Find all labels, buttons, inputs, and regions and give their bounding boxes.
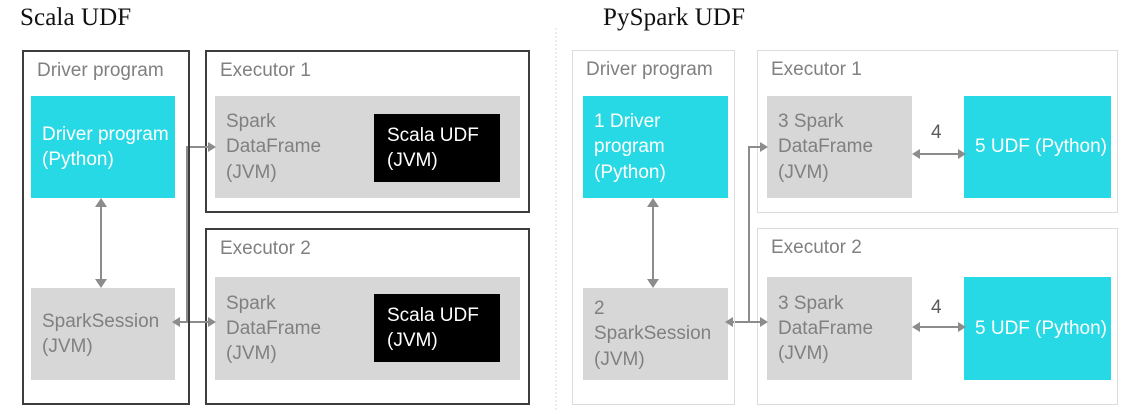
left-driver-session-arrowhead-down (95, 279, 107, 288)
left-executor-1-label: Executor 1 (220, 60, 311, 81)
right-driver-box-right-edge (734, 50, 735, 405)
right-executor-1-udf-arrowhead-left (912, 149, 920, 159)
right-executor-1-step-label: 4 (931, 122, 942, 143)
right-executor-2-udf-connector (918, 326, 962, 328)
left-driver-program-label: Driver program (37, 60, 164, 81)
left-driver-session-arrowhead-up (95, 198, 107, 207)
right-sparksession-block: 2 SparkSession (JVM) (583, 288, 728, 380)
left-session-exec2-arrowhead-right (208, 317, 216, 327)
right-driver-session-arrowhead-down (647, 279, 659, 288)
right-driver-program-block: 1 Driver program (Python) (583, 96, 728, 198)
left-executor-2-udf-block: Scala UDF (JVM) (374, 294, 500, 362)
right-driver-program-label: Driver program (586, 59, 713, 80)
right-executor-1-label: Executor 1 (771, 59, 862, 80)
left-session-exec2-arrowhead-left (172, 317, 180, 327)
left-sparksession-block: SparkSession (JVM) (31, 288, 175, 380)
panel-divider (555, 28, 557, 410)
right-session-exec2-arrowhead-right (760, 317, 768, 327)
right-executor-2-dataframe-block: 3 Spark DataFrame (JVM) (767, 277, 912, 380)
left-driver-box-right-edge (188, 50, 190, 405)
left-session-exec1-arrowhead (208, 142, 216, 152)
right-panel-title: PySpark UDF (603, 4, 746, 31)
right-executor-2-udf-block: 5 UDF (Python) (964, 277, 1111, 380)
right-executor-2-step-label: 4 (931, 297, 942, 318)
right-session-exec2-arrowhead-left (725, 317, 733, 327)
left-session-exec1-vertical (186, 146, 188, 322)
left-executor-2-label: Executor 2 (220, 238, 311, 259)
left-driver-program-block: Driver program (Python) (31, 96, 175, 198)
left-session-exec1-horizontal (186, 146, 210, 148)
left-executor-1-udf-block: Scala UDF (JVM) (374, 114, 500, 182)
right-executor-1-udf-arrowhead-right (958, 149, 966, 159)
right-session-exec2-horizontal (730, 321, 762, 323)
right-executor-1-udf-block: 5 UDF (Python) (964, 96, 1111, 198)
right-session-exec1-arrowhead (760, 142, 768, 152)
right-driver-session-arrowhead-up (647, 198, 659, 207)
right-executor-1-udf-connector (918, 153, 962, 155)
right-session-exec1-vertical (748, 146, 750, 322)
left-driver-session-connector (100, 203, 102, 283)
right-executor-2-label: Executor 2 (771, 237, 862, 258)
right-executor-1-dataframe-block: 3 Spark DataFrame (JVM) (767, 96, 912, 198)
left-panel-title: Scala UDF (20, 4, 132, 31)
right-executor-2-udf-arrowhead-right (958, 322, 966, 332)
right-driver-session-connector (652, 203, 654, 283)
right-session-exec1-horizontal (748, 146, 762, 148)
right-executor-2-udf-arrowhead-left (912, 322, 920, 332)
left-session-exec2-horizontal (176, 321, 210, 323)
